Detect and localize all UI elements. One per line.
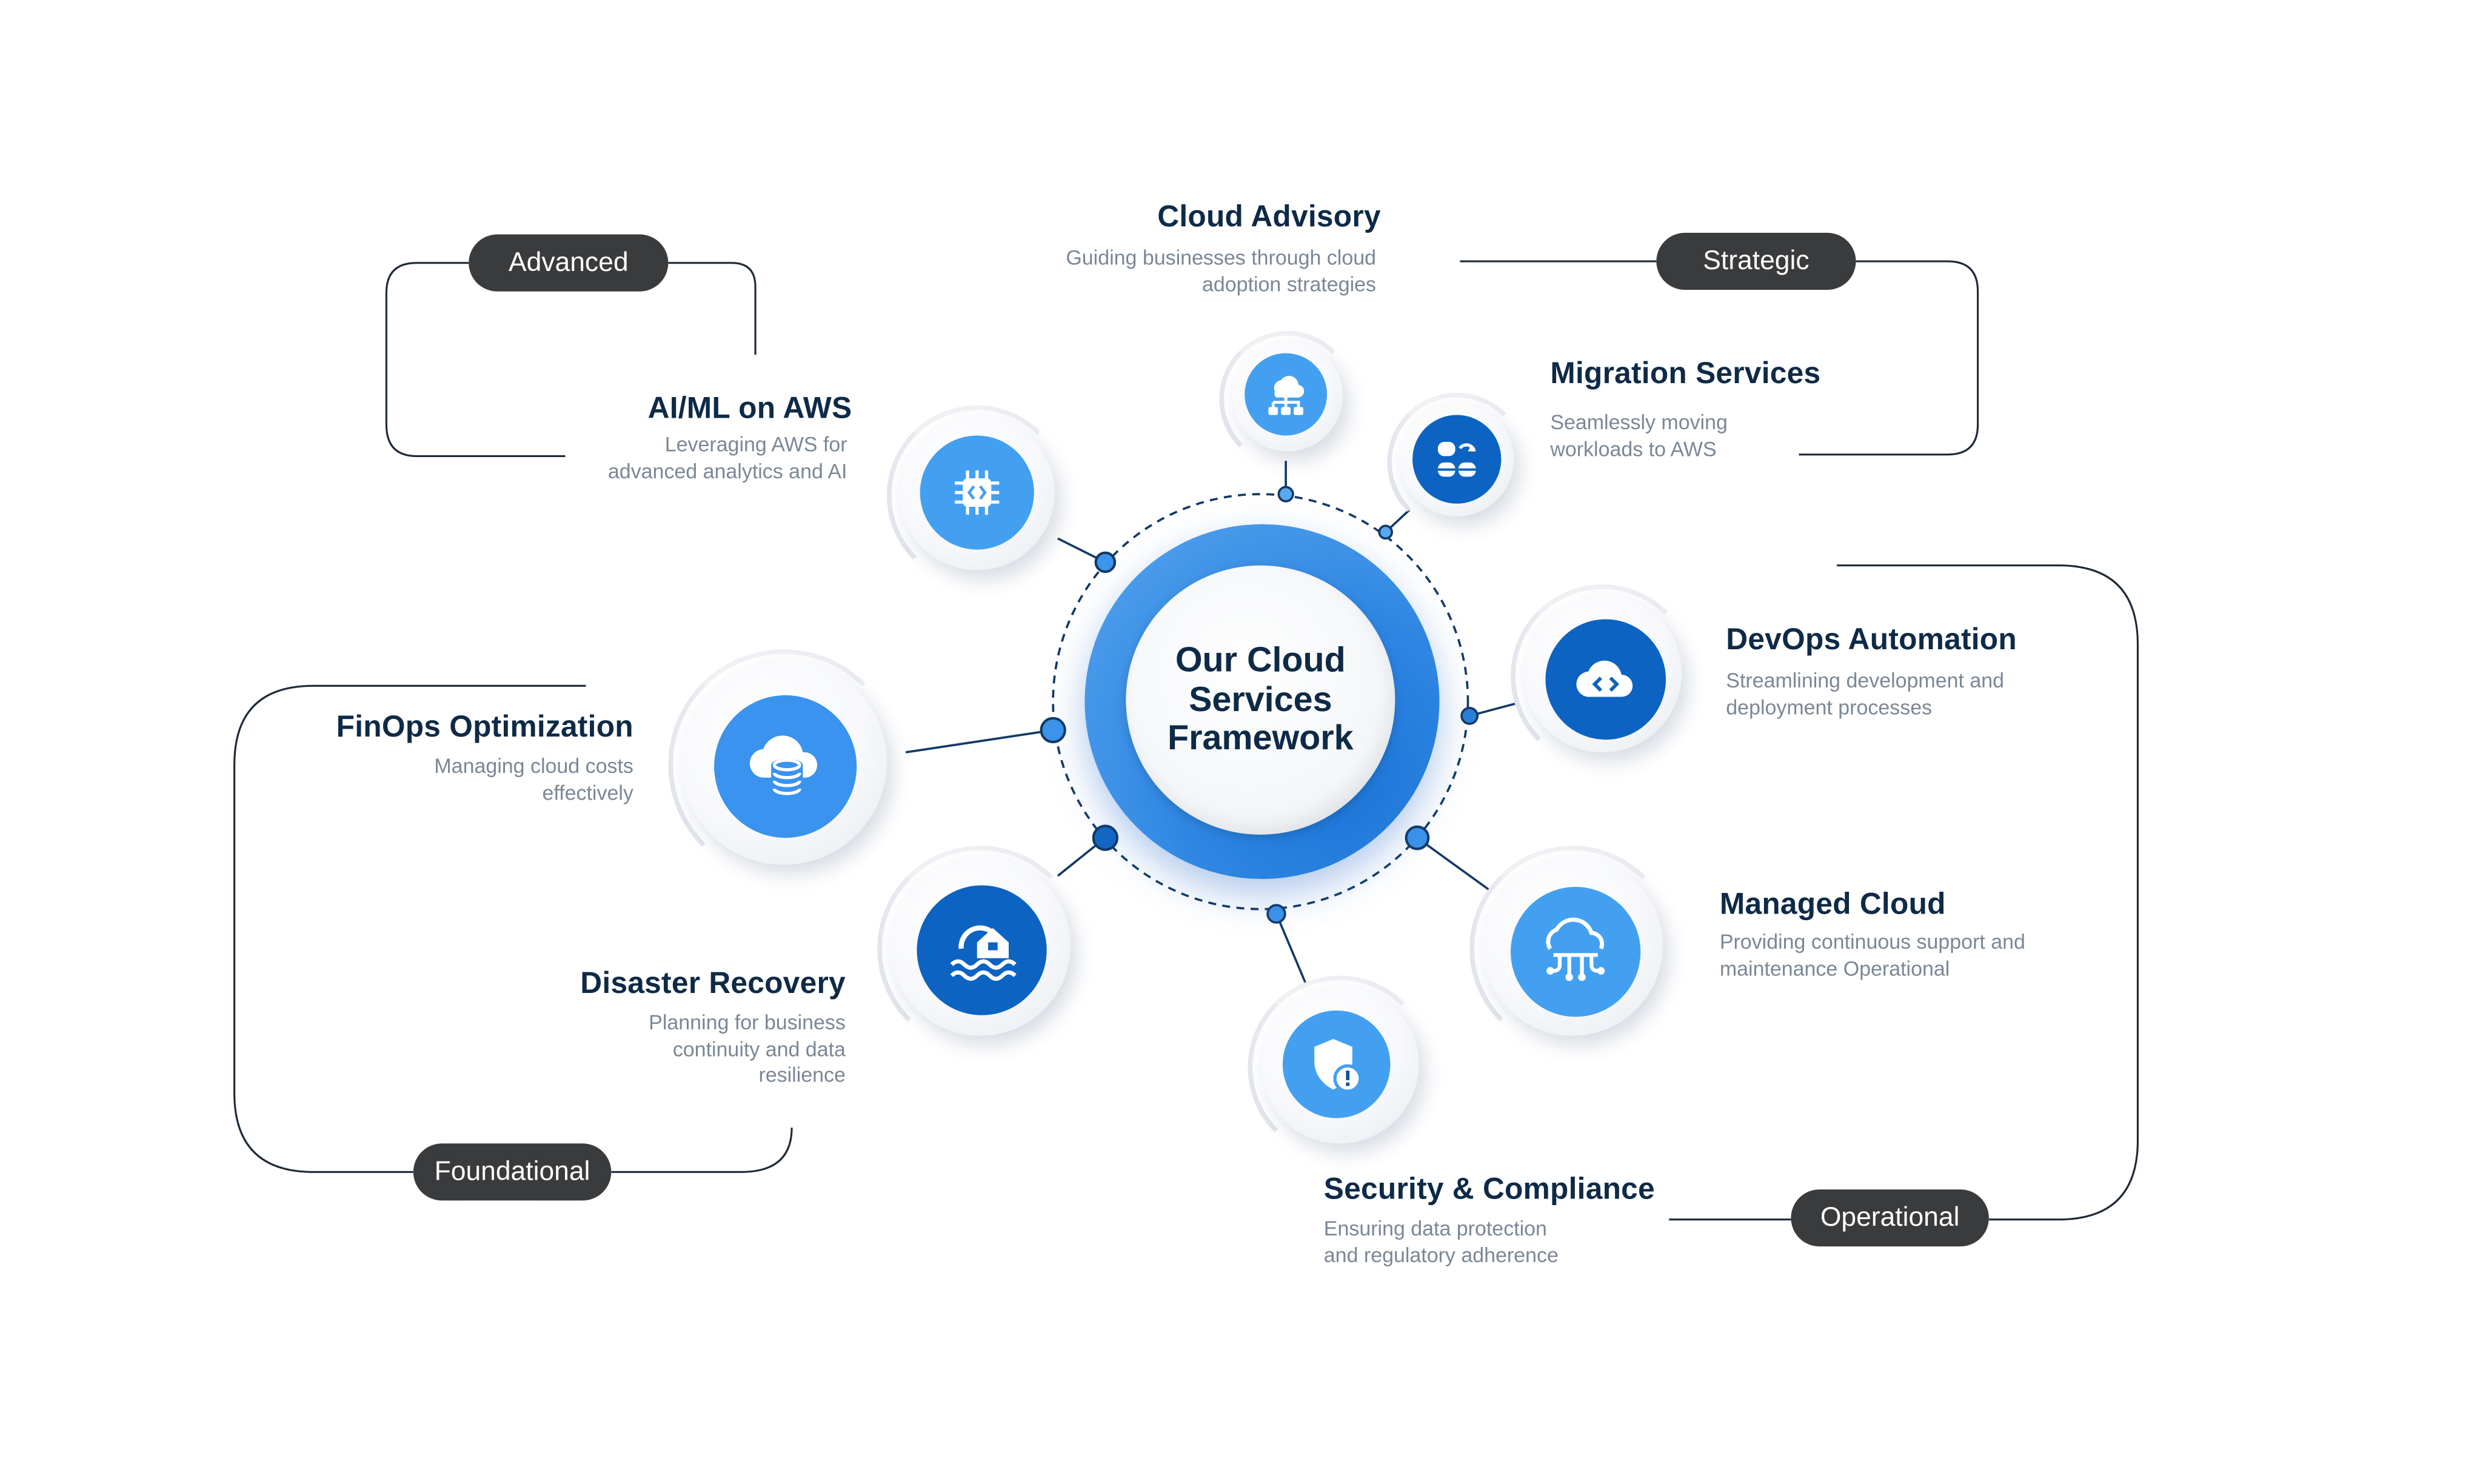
node-disaster-recovery[interactable] [877, 846, 1083, 1052]
org-chart-cloud-icon [1245, 353, 1328, 436]
hub-center: Our Cloud Services Framework [1126, 565, 1395, 835]
migration-services-title: Migration Services [1550, 358, 1821, 392]
node-managed-cloud[interactable] [1469, 846, 1676, 1052]
finops-title: FinOps Optimization [336, 711, 633, 744]
category-operational-pill: Operational [1791, 1189, 1989, 1247]
flooded-house-icon [917, 885, 1047, 1015]
cloud-database-icon [714, 695, 857, 838]
chip-icon [920, 435, 1034, 550]
node-cloud-advisory[interactable] [1219, 331, 1356, 467]
brackets [233, 260, 2139, 1221]
category-strategic-pill: Strategic [1656, 233, 1856, 290]
node-aiml-on-aws[interactable] [886, 405, 1068, 586]
node-finops-optimization[interactable] [668, 649, 900, 881]
disaster-recovery-title: Disaster Recovery [580, 968, 846, 1001]
category-foundational-pill: Foundational [413, 1143, 612, 1201]
node-devops-automation[interactable] [1511, 584, 1695, 769]
shield-alert-icon [1282, 1010, 1391, 1118]
hub-title: Our Cloud Services Framework [1167, 640, 1354, 758]
cloud-advisory-title: Cloud Advisory [1157, 201, 1381, 235]
orbit-dots [1040, 486, 1479, 924]
cloud-code-icon [1545, 619, 1666, 740]
devops-title: DevOps Automation [1726, 624, 2017, 658]
managed-cloud-title: Managed Cloud [1719, 888, 1946, 922]
aiml-title: AI/ML on AWS [647, 392, 852, 426]
cloud-network-icon [1511, 887, 1641, 1017]
orbit-ring [1052, 493, 1469, 911]
node-security-compliance[interactable] [1248, 975, 1432, 1160]
node-migration-services[interactable] [1387, 392, 1527, 532]
category-advanced-pill: Advanced [469, 234, 669, 292]
database-migration-icon [1412, 415, 1502, 504]
security-compliance-title: Security & Compliance [1323, 1173, 1655, 1207]
